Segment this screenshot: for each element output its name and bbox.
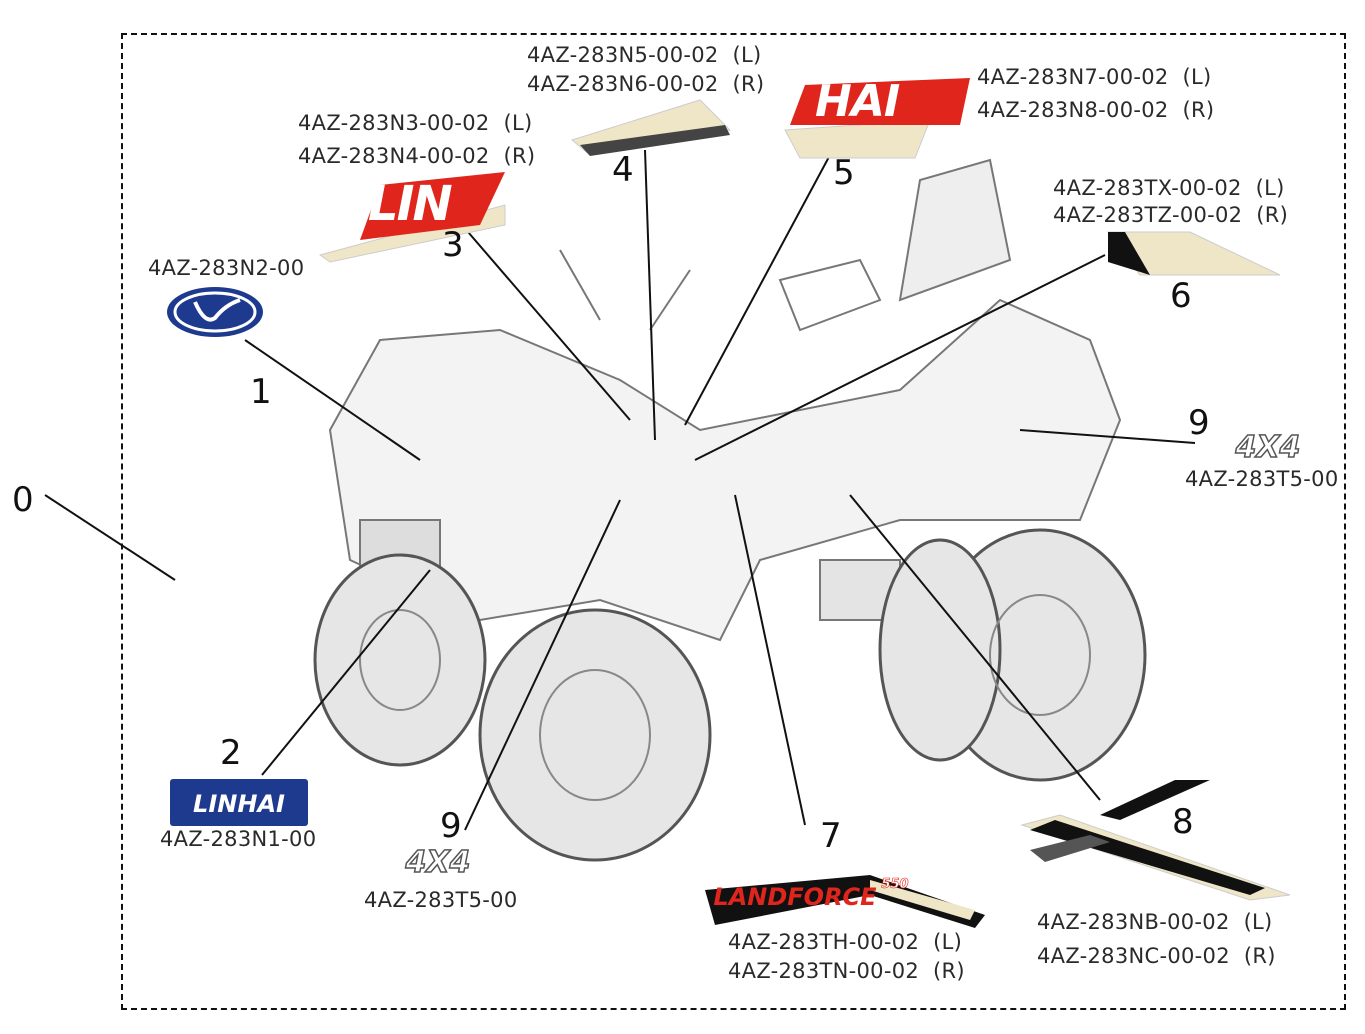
part-number-2: 4AZ-283N1-00 <box>160 827 317 851</box>
part-number-5-right: 4AZ-283N8-00-02 (R) <box>977 98 1215 122</box>
decal-hai <box>784 78 970 159</box>
decal-lin: LIN <box>318 172 506 263</box>
part-number-1: 4AZ-283N2-00 <box>148 256 305 280</box>
part-number-6-left: 4AZ-283TX-00-02 (L) <box>1053 176 1285 200</box>
callout-number-7: 7 <box>820 816 842 856</box>
decal-stripe-8 <box>1020 780 1291 901</box>
atv-wheels <box>313 528 1147 862</box>
part-number-3-right: 4AZ-283N4-00-02 (R) <box>298 144 536 168</box>
decal-stripe-4 <box>570 99 732 156</box>
part-number-4-right: 4AZ-283N6-00-02 (R) <box>527 72 765 96</box>
part-number-7-right: 4AZ-283TN-00-02 (R) <box>728 959 965 983</box>
callout-number-4: 4 <box>612 150 634 190</box>
assembly-boundary <box>121 33 1346 1010</box>
hai-decal-lettering: HAI <box>815 76 900 127</box>
decal-landforce: LANDFORCE 550 <box>705 875 985 928</box>
leader-lines <box>44 149 1196 831</box>
part-number-9-left: 4AZ-283T5-00 <box>364 888 518 912</box>
part-number-7-left: 4AZ-283TH-00-02 (L) <box>728 930 963 954</box>
landforce-logo-text: LANDFORCE <box>713 883 877 911</box>
decal-stripe-6 <box>1107 231 1281 276</box>
part-number-8-left: 4AZ-283NB-00-02 (L) <box>1037 910 1273 934</box>
callout-number-9-right: 9 <box>1188 403 1210 443</box>
model-logo-text: 550 <box>881 877 908 892</box>
callout-number-1: 1 <box>250 372 272 412</box>
callout-number-8: 8 <box>1172 802 1194 842</box>
callout-number-5: 5 <box>833 153 855 193</box>
callout-number-3: 3 <box>442 225 464 265</box>
callout-number-9-left: 9 <box>440 806 462 846</box>
4x4-logo-right: 4X4 <box>1235 430 1301 465</box>
linhai-logo-text: LINHAI <box>193 790 285 818</box>
callout-number-2: 2 <box>220 733 242 773</box>
4x4-logo-left: 4X4 <box>405 845 471 880</box>
part-number-5-left: 4AZ-283N7-00-02 (L) <box>977 65 1212 89</box>
decal-linhai-badge: LINHAI <box>170 779 308 826</box>
lin-decal-lettering: LIN <box>368 176 453 232</box>
part-number-8-right: 4AZ-283NC-00-02 (R) <box>1037 944 1276 968</box>
part-number-4-left: 4AZ-283N5-00-02 (L) <box>527 43 762 67</box>
part-number-6-right: 4AZ-283TZ-00-02 (R) <box>1053 203 1289 227</box>
decal-emblem <box>167 287 263 337</box>
callout-number-0: 0 <box>12 480 34 520</box>
callout-number-6: 6 <box>1170 276 1192 316</box>
part-number-3-left: 4AZ-283N3-00-02 (L) <box>298 111 533 135</box>
part-number-9-right: 4AZ-283T5-00 <box>1185 467 1339 491</box>
